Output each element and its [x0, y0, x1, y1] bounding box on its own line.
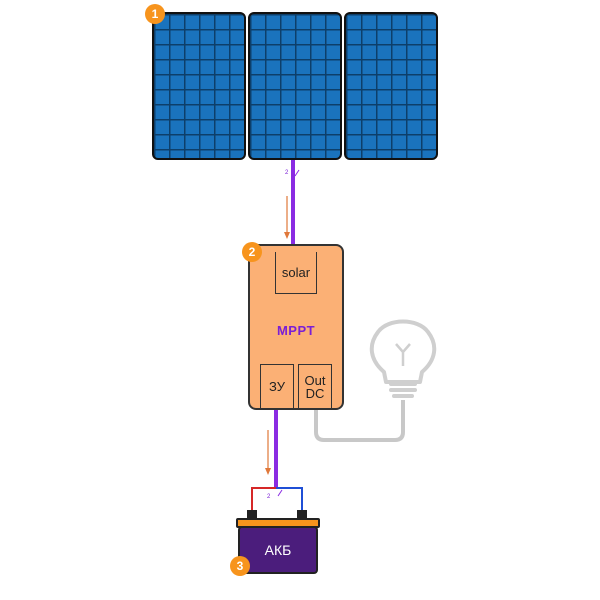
out-port-label-line2: DC — [305, 385, 325, 401]
battery-cable-tick — [277, 489, 283, 497]
lamp-cable — [314, 400, 405, 442]
battery-label: АКБ — [264, 542, 292, 558]
current-arrow-icon — [265, 430, 271, 475]
panel-cable-tag: 2 — [285, 170, 289, 176]
panel-cable-tick — [294, 169, 300, 177]
solar-panel-middle — [248, 12, 342, 160]
battery-negative-lead — [276, 487, 303, 512]
battery-lid — [236, 518, 320, 528]
current-arrow-icon — [284, 196, 290, 239]
mppt-controller: solar MPPT ЗУ Out DC — [248, 244, 344, 410]
badge-battery: 3 — [230, 556, 250, 576]
battery-negative-terminal — [297, 510, 307, 520]
battery-cable-tag: 2 — [267, 494, 271, 500]
badge-solar-array: 1 — [145, 4, 165, 24]
charger-port-label: ЗУ — [269, 379, 285, 394]
solar-panel-right — [344, 12, 438, 160]
light-bulb-icon — [369, 319, 437, 398]
badge-controller: 2 — [242, 242, 262, 262]
solar-port-label: solar — [281, 265, 311, 280]
solar-panel-left — [152, 12, 246, 160]
out-port-label-line1: Out — [304, 372, 326, 388]
battery-positive-terminal — [247, 510, 257, 520]
solar-input-port: solar — [275, 252, 317, 294]
charger-port: ЗУ — [260, 364, 294, 408]
battery-positive-lead — [251, 487, 276, 512]
out-dc-port: Out DC — [298, 364, 332, 408]
controller-title: MPPT — [276, 323, 316, 338]
